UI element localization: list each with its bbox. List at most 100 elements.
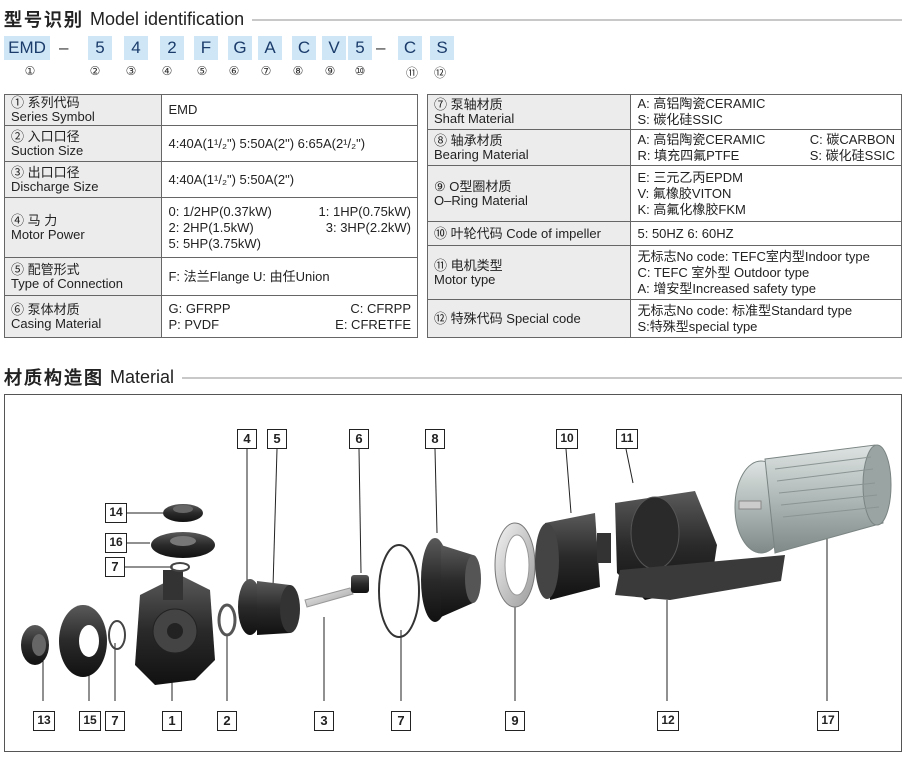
spec-label-en: Shaft Material [434,111,515,126]
model-code-position-number: ⑩ [354,64,366,78]
spec-label-zh: ⑤ 配管形式 [11,261,80,277]
model-code-segment: 2 [160,36,184,60]
part-number-tag: 4 [237,429,257,449]
spec-label-zh: ① 系列代码 [11,95,80,110]
spec-value-line: F: 法兰Flange U: 由任Union [168,268,330,284]
spec-value-line: 0: 1/2HP(0.37kW)1: 1HP(0.75kW) [168,204,411,220]
part-number-tag: 1 [162,711,182,731]
spec-label-en: Type of Connection [11,275,124,291]
spec-value-cell: F: 法兰Flange U: 由任Union [161,257,418,296]
spec-value-line: 2: 2HP(1.5kW)3: 3HP(2.2kW) [168,220,411,236]
spec-label-zh: ④ 马 力 [11,212,58,228]
spec-label-zh: 叶轮代码 [450,225,503,241]
spec-label-zh: ⑪ 电机类型 [434,257,503,273]
spec-row: ⑩ 叶轮代码 Code of impeller 5: 50HZ 6: 60HZ [426,221,902,246]
part-number-tag: 16 [105,533,127,553]
spec-value-option: S: 碳化硅SSIC [809,147,895,163]
spec-value-line: EMD [168,102,198,117]
part-number-tag: 7 [391,711,411,731]
spec-label-en: Motor Power [11,226,85,242]
spec-label-en: Suction Size [11,142,84,158]
model-code-segment: 4 [124,36,148,60]
spec-label-en: O–Ring Material [434,192,528,208]
part-number-tag: 10 [556,429,578,449]
model-code-segment: EMD [4,36,50,60]
section-title-en: Model identification [90,8,245,29]
spec-label-zh: ⑧ 轴承材质 [434,132,503,148]
spec-value-line: 4:40A(1¹/₂") 5:50A(2") 6:65A(2¹/₂") [168,135,366,151]
spec-label-zh: ③ 出口口径 [11,164,80,180]
spec-value-line: S: 碳化硅SSIC [637,112,723,127]
spec-label-en: Series Symbol [11,109,95,124]
model-code-position-number: ⑥ [228,64,240,78]
model-code-segment: S [430,36,454,60]
spec-value-cell: 4:40A(1¹/₂") 5:50A(2") 6:65A(2¹/₂") [161,125,418,162]
model-code-segment: A [258,36,282,60]
model-code-position-number: ② [89,64,101,78]
model-code-separator: – [376,38,386,57]
model-code-segment: C [398,36,422,60]
spec-value-line: 5: 5HP(3.75kW) [168,236,411,252]
spec-value-option: 0: 1/2HP(0.37kW) [168,203,272,219]
spec-num: ⑩ [434,225,448,241]
spec-value-option: R: 填充四氟PTFE [637,147,740,163]
spec-value-option: E: CFRETFE [335,316,411,332]
model-code-position-number: ⑦ [260,64,272,78]
spec-value-option: G: GFRPP [168,300,231,316]
model-code-position-number: ① [24,64,36,78]
model-identification-header: 型号识别 Model identification [4,6,902,32]
spec-value-option: C: 碳CARBON [809,131,895,147]
spec-label-en: Discharge Size [11,178,99,194]
spec-value-option: P: PVDF [168,316,220,332]
spec-value-cell: 5: 50HZ 6: 60HZ [630,221,902,246]
part-number-tag: 6 [349,429,369,449]
part-number-tag: 7 [105,557,125,577]
spec-label-en: Code of impeller [506,225,601,241]
spec-label-zh: ⑦ 泵轴材质 [434,97,503,112]
spec-value-line: A: 增安型Increased safety type [637,280,816,296]
material-title-zh: 材质构造图 [4,368,104,389]
model-code-segment: 5 [88,36,112,60]
spec-num: ⑫ [434,310,448,326]
material-rule [182,377,902,379]
exploded-view-illustration [21,444,892,701]
spec-value-cell: EMD [161,94,418,126]
model-code-position-number: ⑫ [433,66,446,80]
spec-value-cell: 0: 1/2HP(0.37kW)1: 1HP(0.75kW)2: 2HP(1.5… [161,197,418,258]
section-title-zh: 型号识别 [4,10,84,31]
spec-label-en: Special code [506,310,581,326]
spec-value-option: 3: 3HP(2.2kW) [325,219,411,235]
model-code-position-number: ④ [161,64,173,78]
spec-value-line: E: 三元乙丙EPDM [637,169,743,185]
spec-value-line: P: PVDF E: CFRETFE [168,317,411,333]
spec-value-option: C: CFRPP [350,300,411,316]
spec-label-en: Motor type [434,271,496,287]
model-code-position-number: ⑪ [405,66,418,80]
spec-value-line: 5: 50HZ 6: 60HZ [637,225,734,241]
spec-value-line: K: 高氟化橡胶FKM [637,201,746,217]
model-code-separator: – [59,38,69,57]
part-number-tag: 12 [657,711,679,731]
model-code-segment: F [194,36,218,60]
material-title-en: Material [110,366,175,387]
spec-value-option: 5: 5HP(3.75kW) [168,235,261,251]
model-code-position-number: ⑨ [324,64,336,78]
